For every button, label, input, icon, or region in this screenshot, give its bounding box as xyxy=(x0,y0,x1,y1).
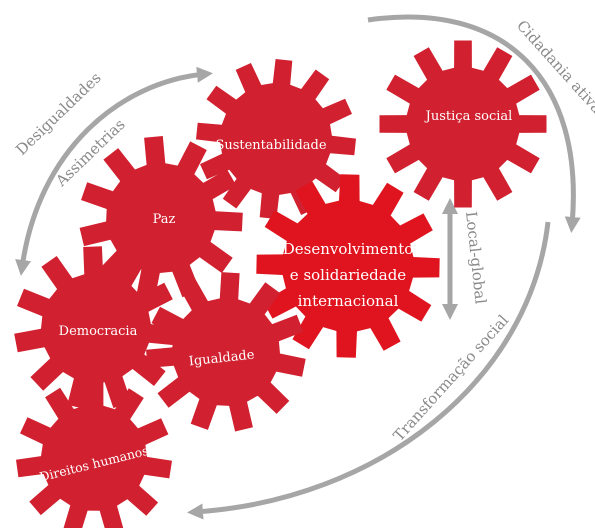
gear-paz xyxy=(79,136,243,300)
arrow-cidadania-ativa xyxy=(367,14,581,233)
gear-igualdade xyxy=(146,272,306,432)
gear-label-desenvolvimento-1: Desenvolvimento xyxy=(283,240,414,258)
gear-label-desenvolvimento-2: e solidariedade xyxy=(290,266,407,284)
gear-label-desenvolvimento-3: internacional xyxy=(298,292,399,310)
label-transformacao-social: Transformação social xyxy=(390,311,513,444)
gear-label-sustentabilidade: Sustentabilidade xyxy=(215,138,326,153)
gear-desenvolvimento xyxy=(256,174,440,358)
gear-democracia xyxy=(14,246,179,410)
arrow-transformacao-social xyxy=(187,221,551,520)
label-local-global: Local-global xyxy=(462,211,490,306)
gear-justica-social xyxy=(379,40,547,208)
gear-label-justica-social: Justiça social xyxy=(424,109,513,124)
gear-direitos-humanos xyxy=(16,380,172,528)
gear-label-democracia: Democracia xyxy=(59,324,138,339)
gear-label-paz: Paz xyxy=(153,212,176,227)
gear-sustentabilidade xyxy=(196,59,356,219)
arrow-desigualdades xyxy=(15,66,213,276)
gear-label-igualdade: Igualdade xyxy=(188,348,255,370)
